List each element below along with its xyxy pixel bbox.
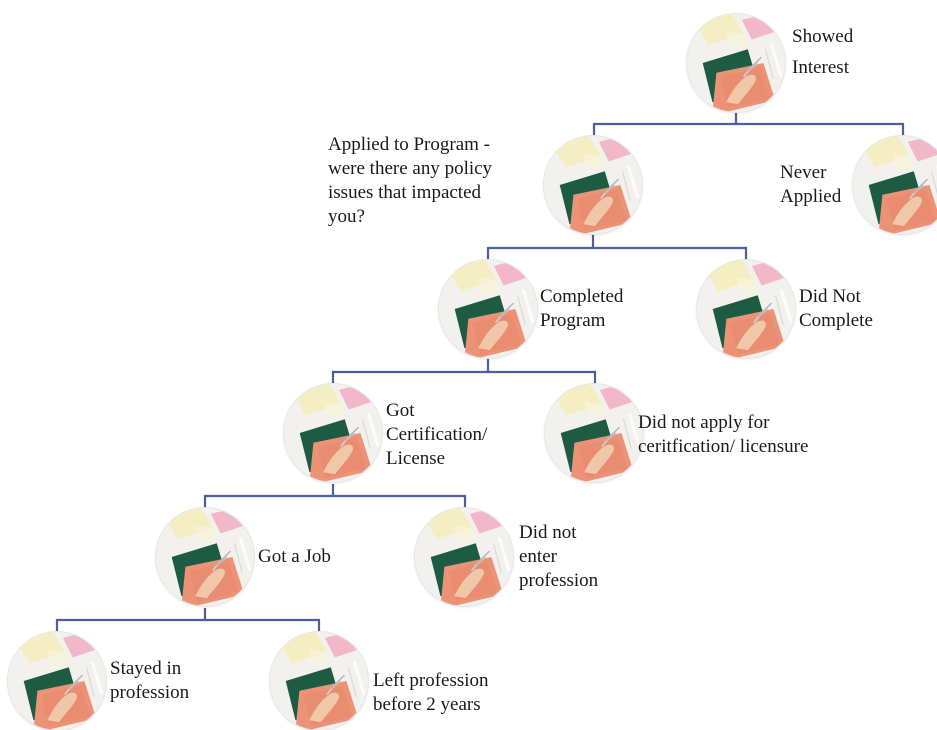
connector-level-4 (203, 484, 467, 508)
connector-level-1 (592, 110, 905, 136)
node-got-job-photo (156, 508, 254, 606)
node-did-not-enter-label: Did not enter profession (519, 522, 599, 591)
node-got-job-label: Got a Job (258, 546, 331, 567)
node-got-certification-label: Got Certification/ License (386, 400, 488, 469)
connector-level-2 (486, 234, 748, 260)
node-stayed-label: Stayed in profession (110, 658, 190, 703)
node-showed-interest-label: Showed Interest (792, 26, 854, 78)
node-stayed-photo (8, 632, 106, 730)
node-left-label: Left profession before 2 years (373, 670, 489, 715)
connector-level-5 (55, 608, 321, 632)
node-completed-photo (439, 260, 537, 358)
node-applied-label: Applied to Program - were there any poli… (328, 134, 493, 227)
node-got-certification-photo (284, 384, 382, 482)
node-never-applied-photo (853, 136, 937, 234)
node-did-not-apply-cert-photo (545, 384, 643, 482)
node-did-not-apply-cert-label: Did not apply for ceritfication/ licensu… (638, 412, 809, 457)
node-did-not-complete-photo (697, 260, 795, 358)
node-never-applied-label: Never Applied (780, 162, 842, 207)
connector-level-3 (331, 358, 597, 384)
node-completed-label: Completed Program (540, 286, 624, 331)
node-did-not-enter-photo (415, 508, 513, 606)
node-showed-interest-photo (687, 14, 785, 112)
node-left-photo (270, 632, 368, 730)
node-did-not-complete-label: Did Not Complete (799, 286, 873, 331)
node-applied-photo (544, 136, 642, 234)
